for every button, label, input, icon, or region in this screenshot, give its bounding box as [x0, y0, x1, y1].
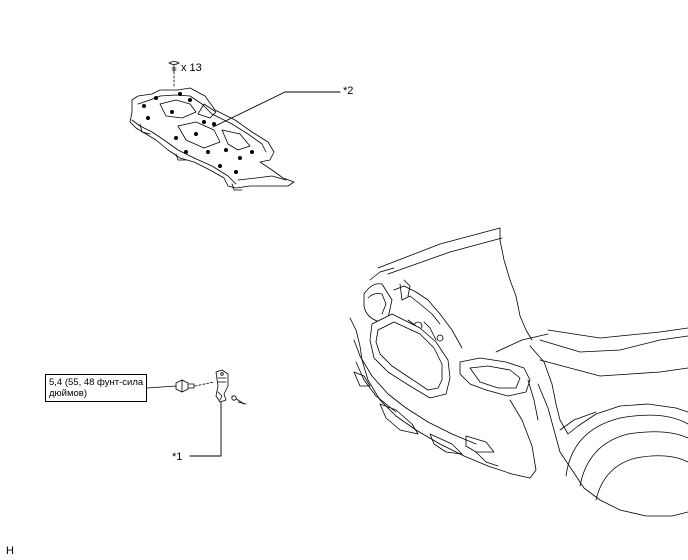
bolt-icon: [175, 379, 215, 393]
engine-under-cover: [129, 87, 295, 191]
callout-part-2: *2: [343, 85, 354, 97]
torque-spec-line-1: 5,4 (55, 48 фунт-сила: [49, 377, 144, 388]
torque-spec-box: 5,4 (55, 48 фунт-сила дюймов): [45, 374, 147, 402]
torque-spec-line-2: дюймов): [49, 388, 87, 399]
bracket-sensor: [215, 369, 247, 405]
vehicle-front: [349, 227, 688, 517]
clip-quantity-label: x 13: [181, 62, 202, 74]
torque-leader-line: [146, 385, 177, 389]
clip-icon: [168, 61, 180, 87]
figure-code: H: [6, 545, 14, 557]
leader-line-part-2: [212, 91, 341, 128]
callout-part-1: *1: [172, 451, 183, 463]
leader-line-part-1: [189, 401, 222, 457]
